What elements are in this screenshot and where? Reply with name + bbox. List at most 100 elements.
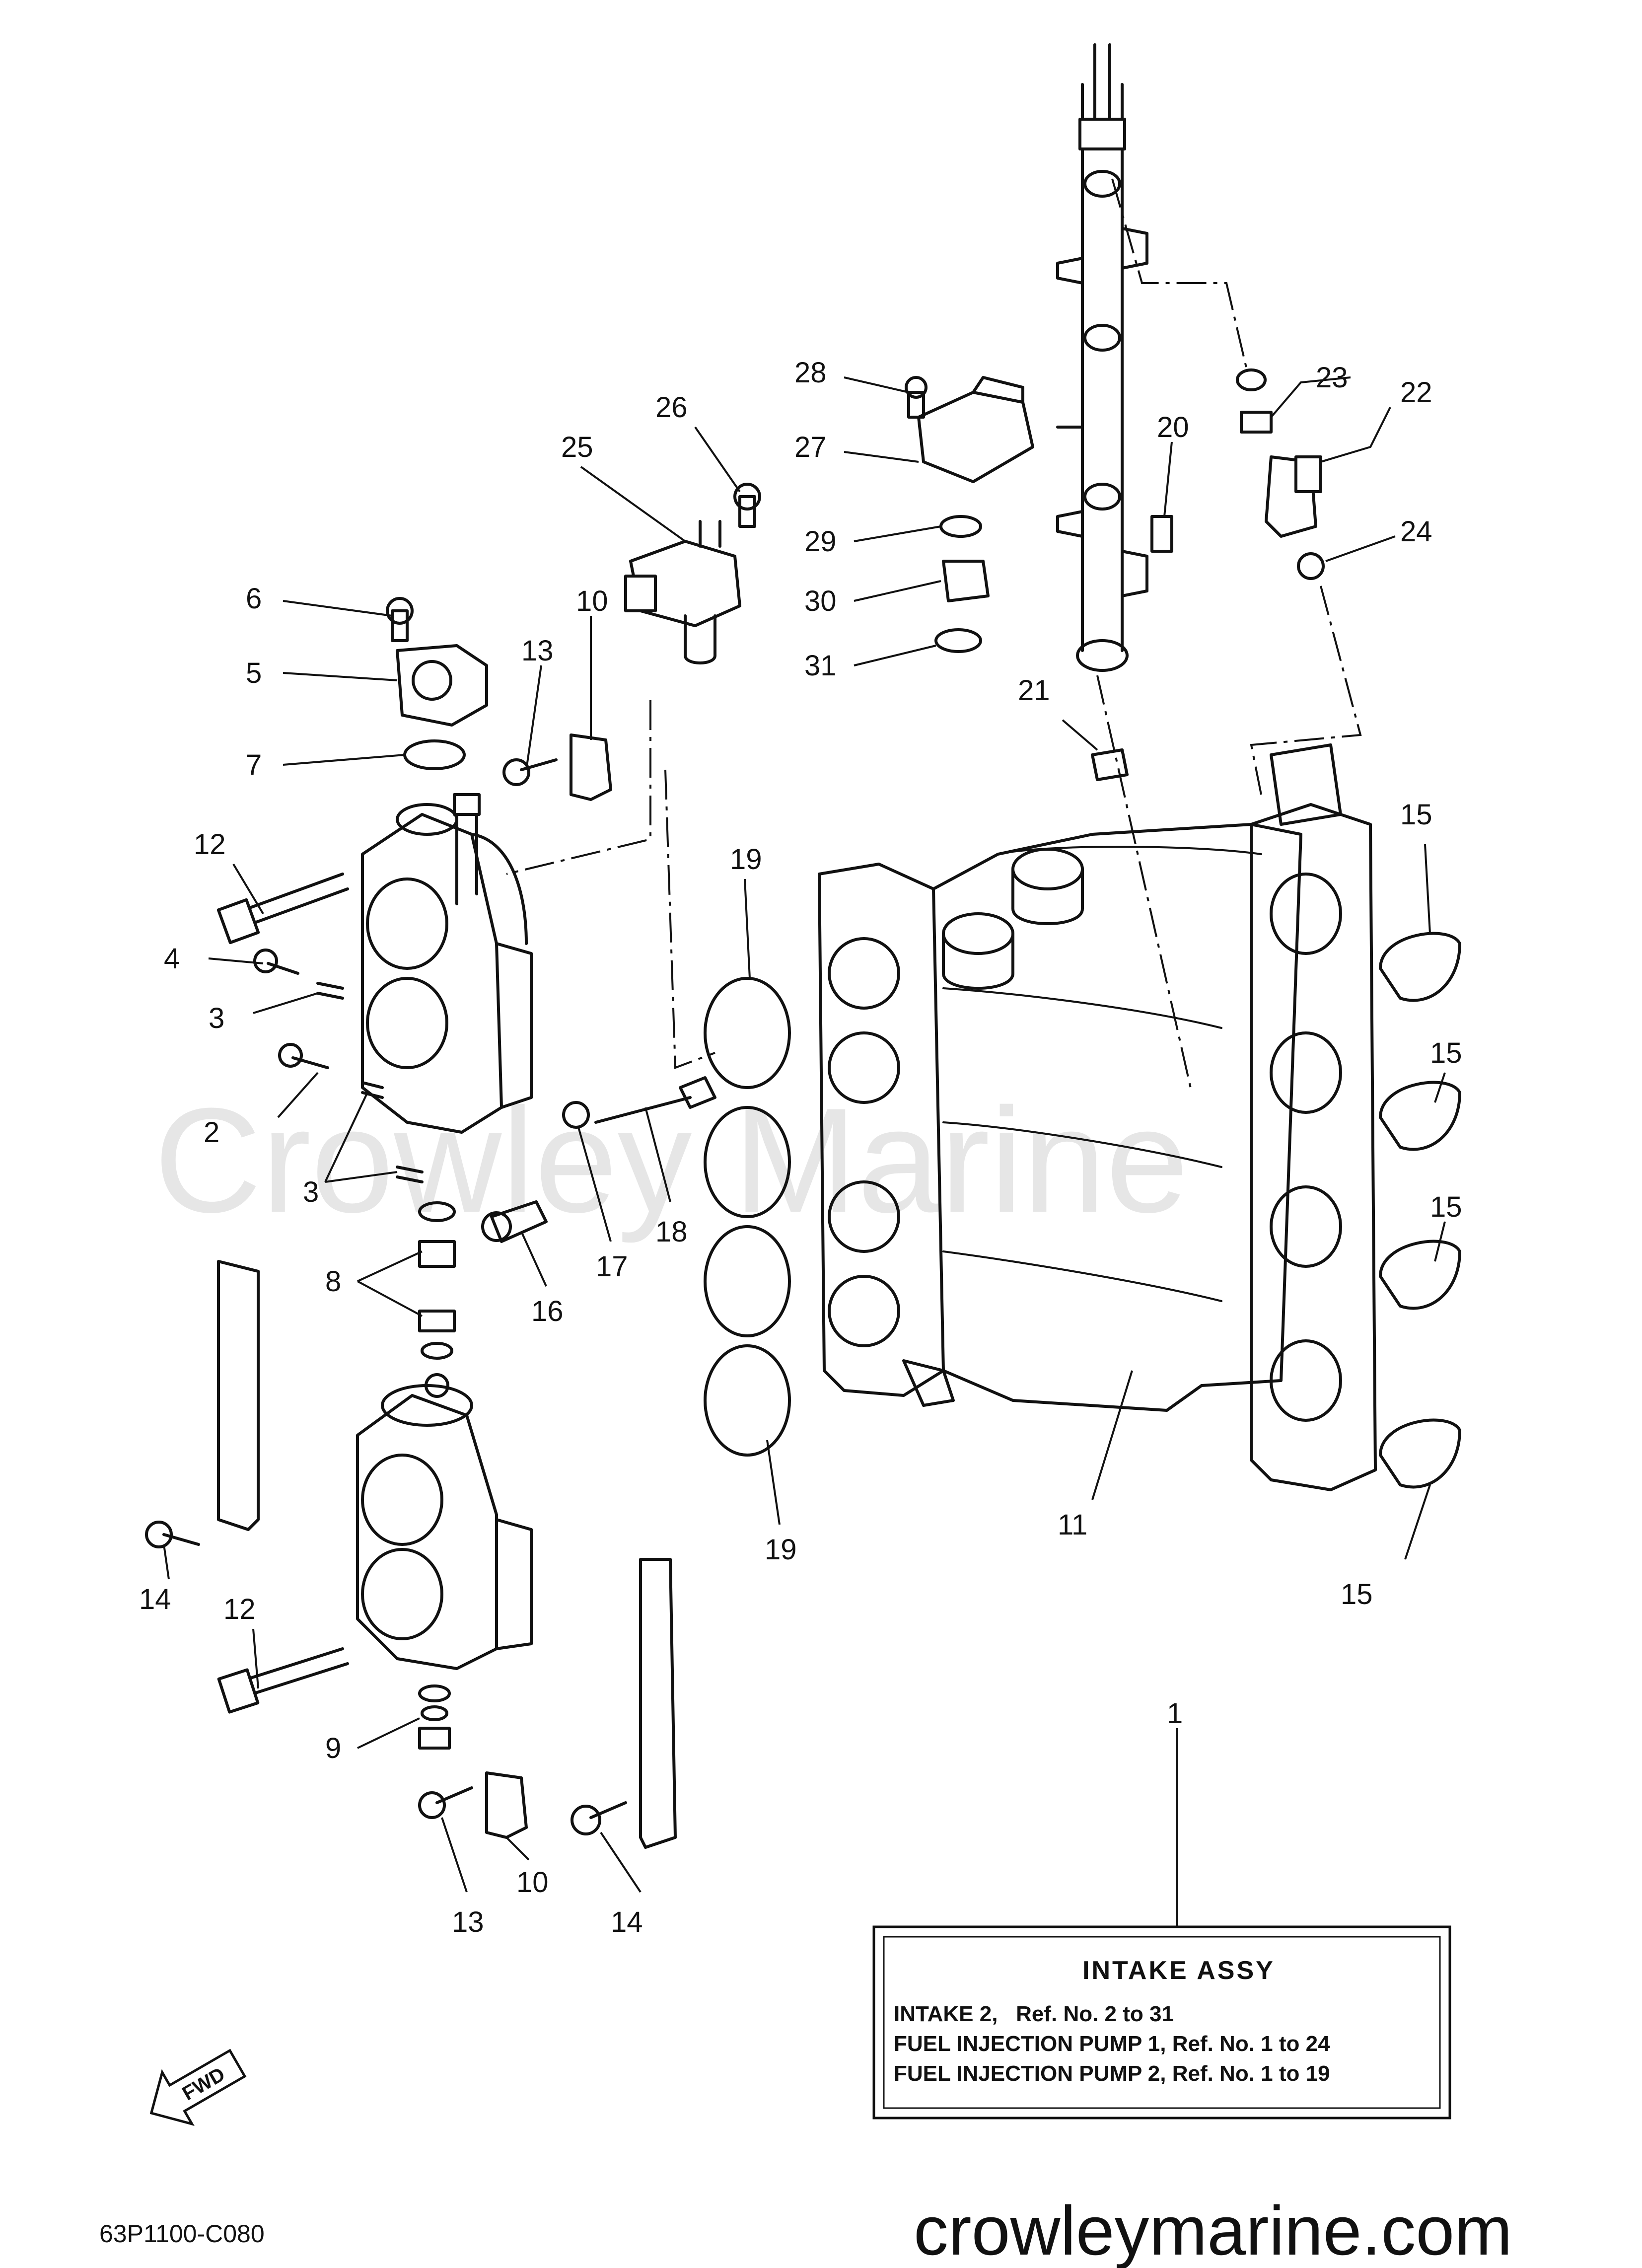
callout-9: 9 [325, 1732, 341, 1764]
callout-8: 8 [325, 1265, 341, 1298]
plate-right [639, 1558, 677, 1849]
washer-8b [421, 1342, 453, 1360]
info-box-title: INTAKE ASSY [1082, 1956, 1275, 1985]
callout-14a: 14 [139, 1583, 171, 1615]
callout-28: 28 [794, 357, 827, 389]
dash-throttle-plate [506, 700, 651, 875]
screw-6 [391, 609, 409, 642]
callout-7: 7 [246, 749, 262, 781]
injector-22 [1265, 455, 1322, 538]
grommet-21 [1091, 748, 1129, 781]
washer-9a [418, 1684, 451, 1702]
callout-19b: 19 [765, 1534, 797, 1566]
gasket-19a [704, 977, 791, 1089]
callout-26: 26 [655, 391, 688, 424]
link-16 [490, 1200, 548, 1243]
diagram-code: 63P1100-C080 [99, 2220, 265, 2248]
callout-10a: 10 [576, 585, 608, 617]
o-ring-23a [1236, 368, 1267, 391]
dash-plate-gasket [664, 769, 715, 1069]
info-box-line-3: FUEL INJECTION PUMP 2, Ref. No. 1 to 19 [894, 2061, 1330, 2086]
gasket-15b [1379, 1081, 1461, 1151]
sensor-27 [917, 376, 1034, 483]
nut-8b [418, 1310, 456, 1332]
seal-24 [1297, 552, 1325, 580]
gasket-15a [1379, 932, 1461, 1002]
callout-12a: 12 [194, 828, 226, 861]
callout-29: 29 [804, 525, 837, 558]
spring-3b [361, 1081, 384, 1099]
info-box: INTAKE ASSY INTAKE 2, Ref. No. 2 to 31 F… [872, 1925, 1451, 2120]
rod-18 [594, 1076, 716, 1124]
seal-29 [939, 515, 982, 538]
screw-2 [291, 1056, 329, 1069]
nut-8a [418, 1240, 456, 1268]
o-ring-7 [403, 739, 466, 770]
intake-manifold [818, 743, 1377, 1491]
callout-30: 30 [804, 585, 837, 617]
callout-10b: 10 [516, 1866, 549, 1899]
callout-2: 2 [204, 1116, 219, 1149]
callout-13a: 13 [521, 635, 554, 667]
spring-3c [396, 1166, 424, 1183]
callout-17: 17 [596, 1250, 628, 1283]
bolt-12-upper [232, 873, 349, 930]
gasket-19d [704, 1344, 791, 1457]
fwd-arrow: FWD [149, 2049, 247, 2126]
fuel-rail [1056, 43, 1148, 672]
callout-20: 20 [1157, 411, 1189, 443]
dash-rail-manifold [1096, 675, 1193, 1093]
callout-13b: 13 [452, 1906, 484, 1938]
callout-25: 25 [561, 431, 593, 463]
callout-14b: 14 [611, 1906, 643, 1938]
callout-27: 27 [794, 431, 827, 463]
bracket-upper [570, 733, 612, 801]
washer-8a [418, 1201, 456, 1222]
callout-16: 16 [531, 1295, 564, 1327]
callout-21: 21 [1018, 674, 1050, 707]
callout-11: 11 [1058, 1509, 1087, 1541]
callout-15a: 15 [1400, 799, 1432, 831]
callout-19a: 19 [730, 843, 762, 876]
callout-4: 4 [164, 943, 180, 975]
throttle-body-lower [356, 1373, 533, 1670]
gasket-15c [1379, 1240, 1461, 1310]
washer-9b [421, 1705, 448, 1721]
plate-left [217, 1260, 260, 1531]
bracket-lower [485, 1771, 528, 1839]
spring-3a [316, 982, 344, 1000]
callout-18: 18 [655, 1216, 688, 1248]
callout-3a: 3 [209, 1002, 224, 1034]
screw-26 [738, 495, 756, 528]
info-box-line-2: FUEL INJECTION PUMP 1, Ref. No. 1 to 24 [894, 2032, 1330, 2056]
site-url: crowleymarine.com [914, 2192, 1512, 2268]
o-ring-31 [934, 628, 982, 653]
watermark: Crowley Marine [154, 1077, 1189, 1244]
callout-6: 6 [246, 583, 262, 615]
sensor-5 [396, 644, 488, 727]
callout-12b: 12 [223, 1593, 256, 1625]
info-box-line-1: INTAKE 2, Ref. No. 2 to 31 [894, 2002, 1174, 2026]
seal-23b [1240, 411, 1273, 434]
callout-15c: 15 [1430, 1191, 1462, 1223]
callout-24: 24 [1400, 515, 1432, 548]
dash-24-manifold [1250, 585, 1362, 795]
callout-3b: 3 [303, 1176, 319, 1208]
gasket-19c [704, 1225, 791, 1337]
bolt-20 [1150, 515, 1173, 553]
screw-14-right [589, 1801, 627, 1819]
bolt-12-lower [232, 1647, 349, 1700]
callout-31: 31 [804, 650, 837, 682]
callouts: 1 2 3 3 4 5 6 7 8 9 10 10 11 12 12 13 13… [139, 357, 1462, 1938]
sensor-25 [624, 520, 741, 664]
callout-15b: 15 [1430, 1037, 1462, 1069]
callout-5: 5 [246, 657, 262, 689]
gasket-15d [1379, 1418, 1461, 1489]
callout-22: 22 [1400, 376, 1432, 409]
dash-rail-23 [1111, 178, 1247, 368]
collar-30 [942, 560, 990, 602]
leader-lines [163, 376, 1446, 1927]
screw-14-left [162, 1533, 200, 1546]
callout-15d: 15 [1341, 1578, 1373, 1610]
callout-1: 1 [1167, 1697, 1183, 1730]
